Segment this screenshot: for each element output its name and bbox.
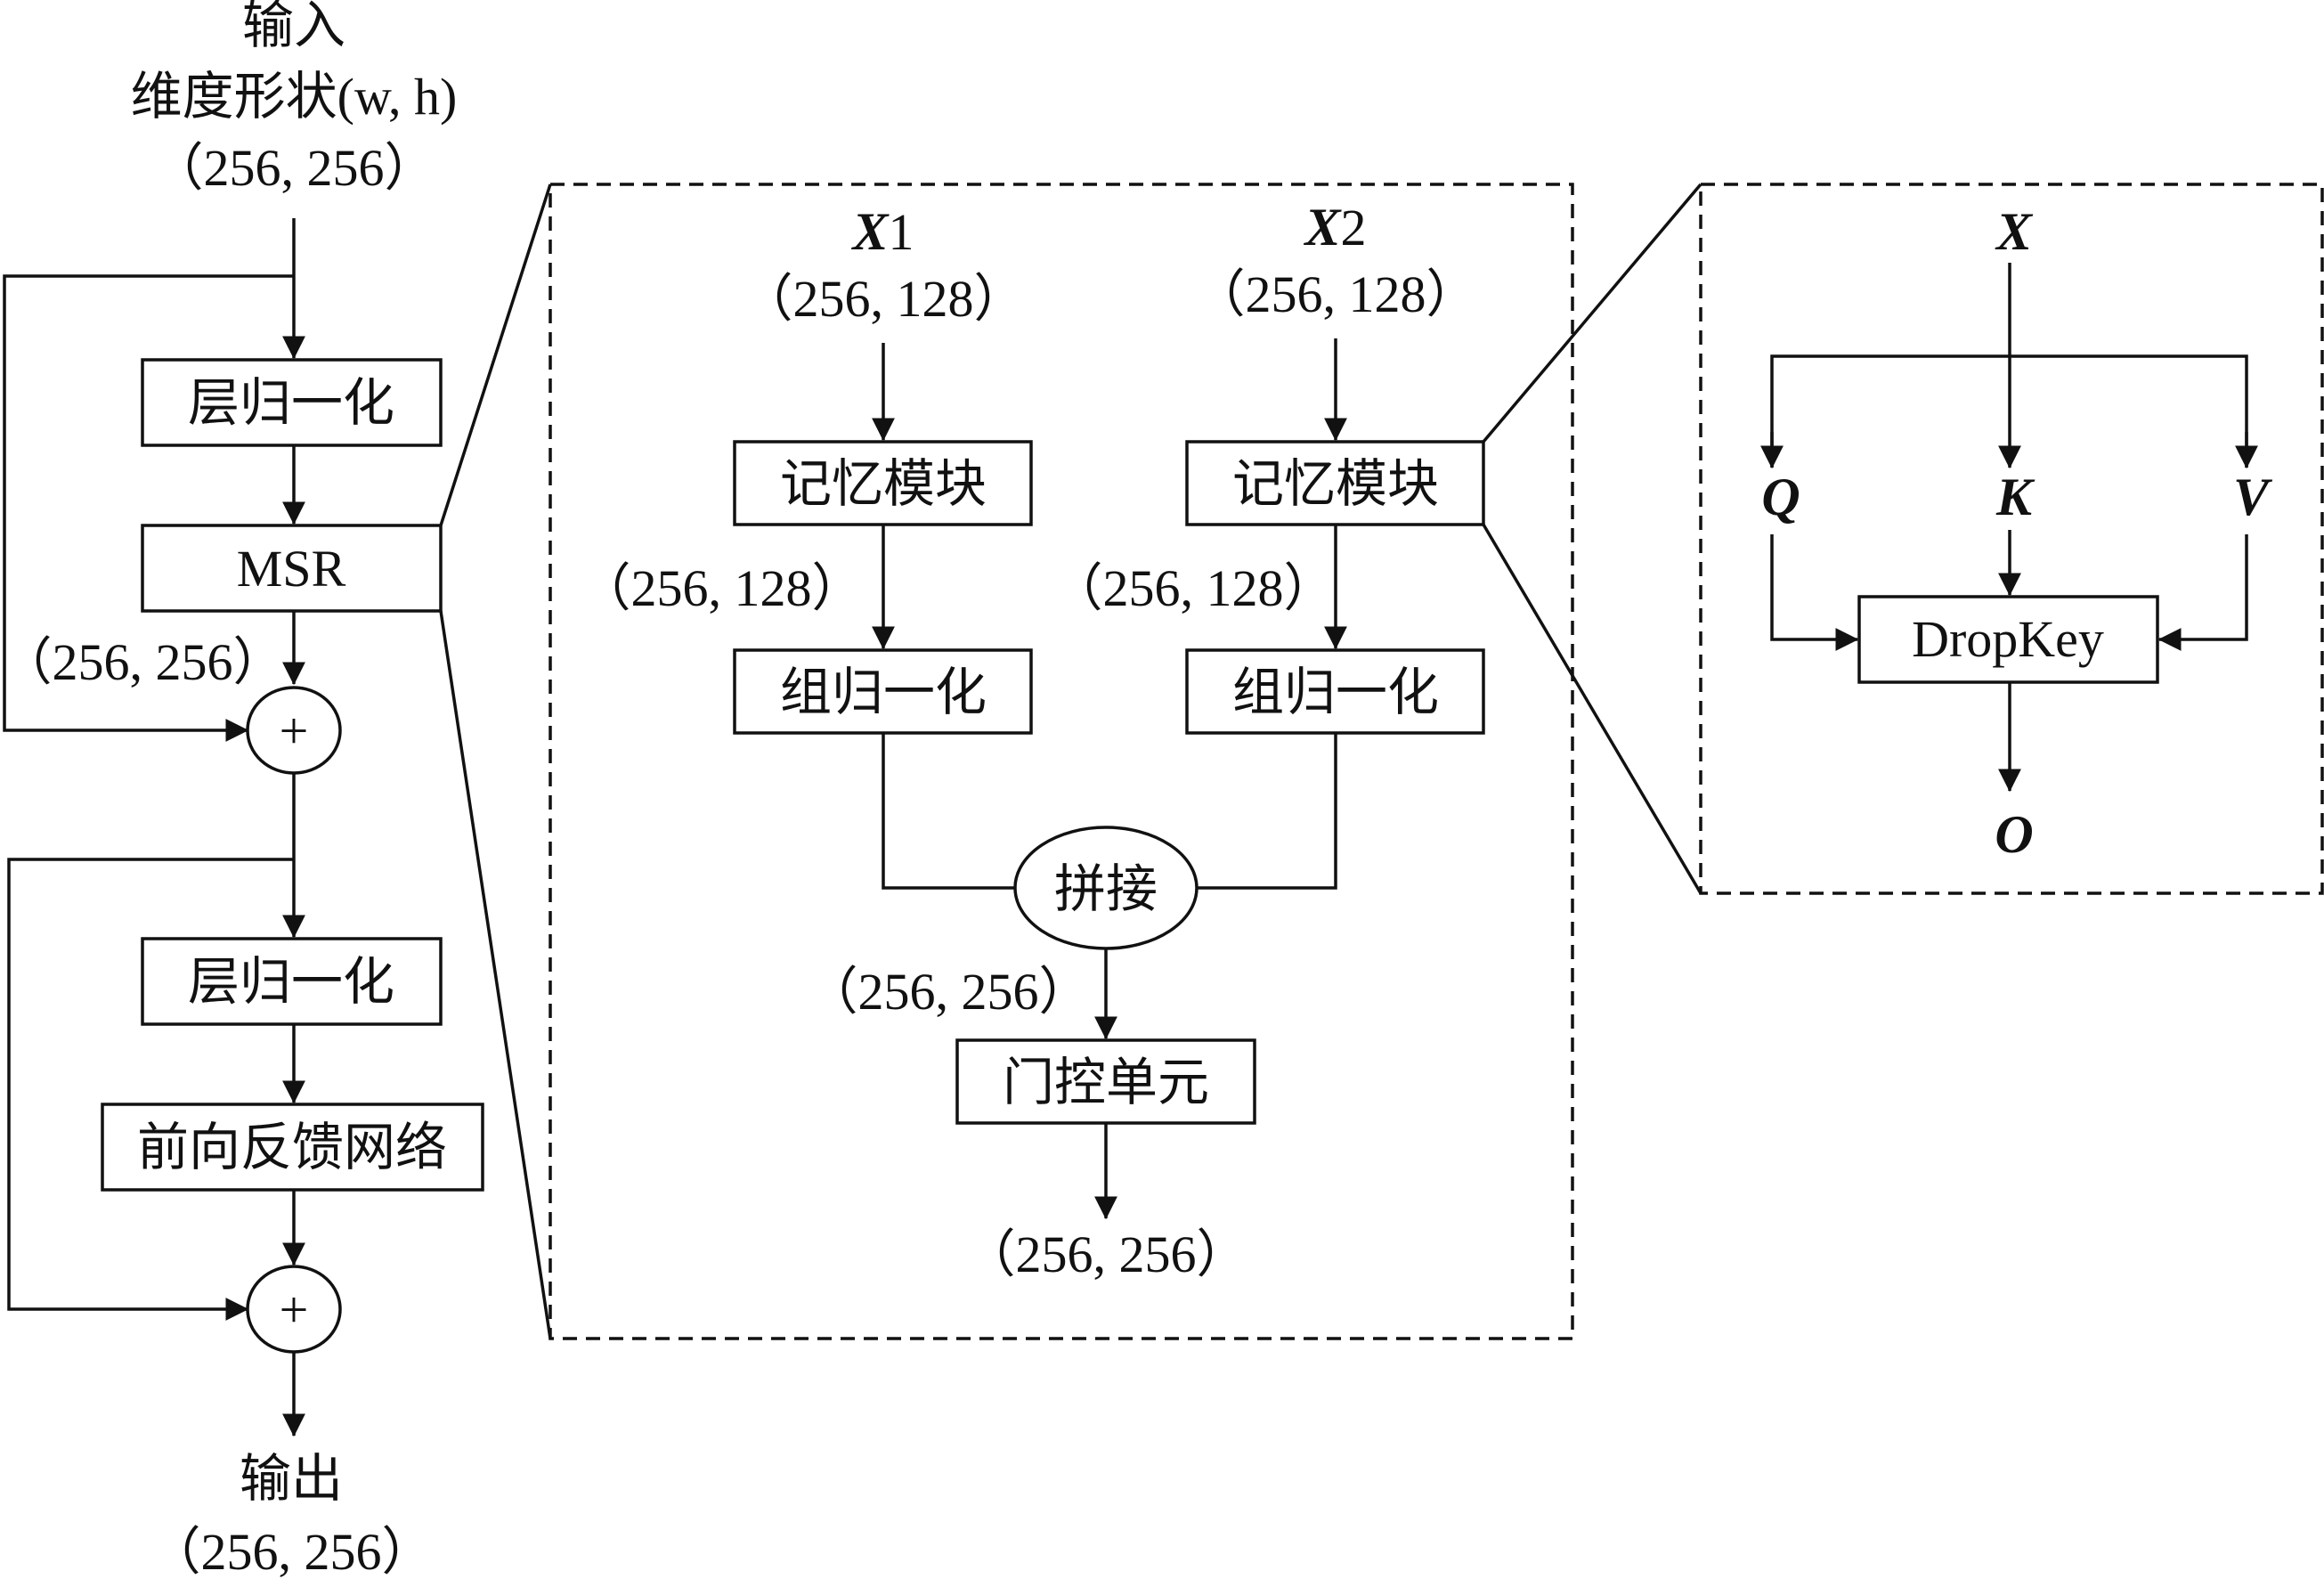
msr-detail-panel: X1 （256, 128） 记忆模块 （256, 128） 组归一化 X2 （2… bbox=[548, 183, 1574, 1340]
add-symbol-2: + bbox=[280, 1281, 309, 1339]
memory2-out-dims: （256, 128） bbox=[1051, 559, 1335, 617]
output-dims: （256, 256） bbox=[149, 1523, 433, 1579]
o-label: O bbox=[1995, 805, 2033, 864]
residual-skip-1 bbox=[3, 274, 294, 742]
msr-detail-frame bbox=[548, 183, 1574, 1340]
v-label: V bbox=[2233, 468, 2273, 526]
residual-skip-2 bbox=[7, 858, 294, 1321]
msr-out-dims: （256, 256） bbox=[0, 633, 284, 691]
q-label: Q bbox=[1761, 468, 1800, 526]
zoom-line-bottom bbox=[439, 610, 552, 1339]
zoom-line-top-2 bbox=[1482, 183, 1702, 444]
dropkey-label: DropKey bbox=[1912, 610, 2104, 668]
arrow-v-dropkey bbox=[2157, 534, 2248, 651]
output-title: 输出 bbox=[240, 1450, 343, 1508]
x2-dims: （256, 128） bbox=[1193, 265, 1477, 323]
memory-label-2: 记忆模块 bbox=[1232, 455, 1439, 513]
memory-detail-panel: X Q K V DropKey O bbox=[1699, 183, 2324, 895]
groupnorm-box-2 bbox=[1185, 648, 1485, 735]
groupnorm-label-2: 组归一化 bbox=[1232, 663, 1439, 721]
layernorm-label-1: 层归一化 bbox=[188, 374, 394, 432]
x1-label: X1 bbox=[850, 202, 914, 261]
add-symbol-1: + bbox=[280, 702, 309, 760]
path-gn2-concat bbox=[1195, 733, 1337, 890]
input-title: 输入 bbox=[242, 0, 345, 54]
concat-dims: （256, 256） bbox=[806, 963, 1090, 1021]
groupnorm-box-1 bbox=[733, 648, 1033, 735]
path-gn1-concat bbox=[882, 733, 1015, 890]
concat-label: 拼接 bbox=[1054, 860, 1158, 918]
arrow-q-dropkey bbox=[1770, 534, 1859, 651]
memory1-out-dims: （256, 128） bbox=[579, 559, 863, 617]
memory-label-1: 记忆模块 bbox=[780, 455, 987, 513]
x2-label: X2 bbox=[1303, 198, 1366, 256]
qkv-branch bbox=[1770, 354, 2248, 468]
gate-label: 门控单元 bbox=[1003, 1054, 1209, 1111]
msr-box bbox=[141, 524, 443, 613]
layernorm-box-1 bbox=[141, 358, 443, 447]
memory-box-2 bbox=[1185, 440, 1485, 526]
k-label: K bbox=[1995, 468, 2036, 526]
zoom-line-bottom-2 bbox=[1482, 524, 1702, 894]
memory-detail-frame bbox=[1699, 183, 2324, 895]
layernorm-box-2 bbox=[141, 937, 443, 1026]
input-dims: （256, 256） bbox=[151, 139, 435, 197]
x-input-label: X bbox=[1995, 202, 2034, 261]
msr-label: MSR bbox=[237, 540, 346, 598]
dropkey-box bbox=[1857, 595, 2159, 684]
layernorm-label-2: 层归一化 bbox=[188, 953, 394, 1011]
gate-box bbox=[955, 1038, 1256, 1125]
panel-output-dims: （256, 256） bbox=[963, 1225, 1247, 1283]
ffn-label: 前向反馈网络 bbox=[137, 1119, 447, 1176]
groupnorm-label-1: 组归一化 bbox=[780, 663, 987, 721]
shape-label: 维度形状(w, h) bbox=[131, 68, 458, 126]
transformer-block: 输入 维度形状(w, h) （256, 256） 层归一化 MSR （256, … bbox=[0, 0, 484, 1579]
zoom-line-top bbox=[439, 183, 552, 526]
x1-dims: （256, 128） bbox=[741, 270, 1025, 328]
